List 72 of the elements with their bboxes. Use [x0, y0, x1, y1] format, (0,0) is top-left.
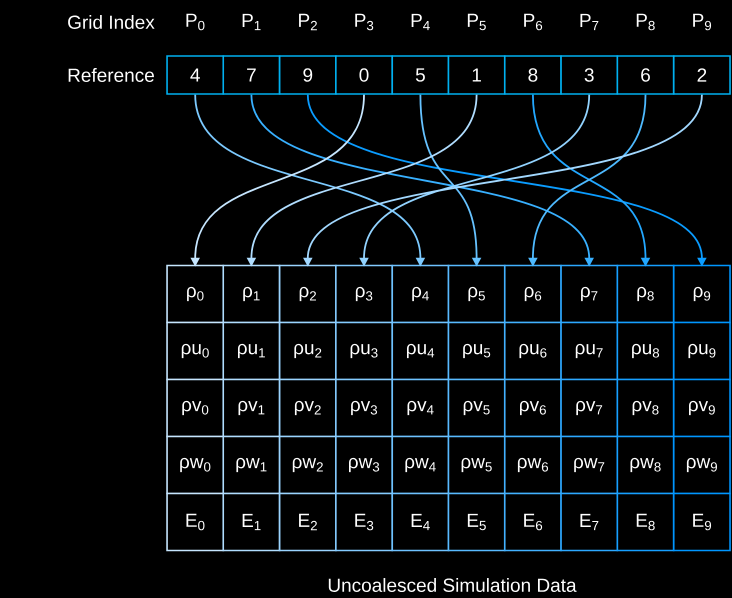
table-cell: ρv$_{3}$	[335, 378, 393, 438]
table-cell: ρu$_{3}$	[335, 322, 393, 380]
table-cell: ρv$_{2}$	[278, 378, 337, 438]
table-cell: ρv$_{7}$	[560, 378, 618, 438]
reference-cell: 0	[335, 55, 393, 95]
table-cell: ρ$_{3}$	[335, 264, 393, 324]
reference-cell: 9	[278, 55, 337, 95]
table-cell: ρ$_{7}$	[560, 264, 618, 324]
table-cell: ρu$_{5}$	[448, 322, 506, 380]
index-label: P$_{8}$	[636, 14, 655, 30]
table-cell: E$_{8}$	[616, 492, 674, 552]
table-cell: E$_{2}$	[278, 492, 337, 552]
table-cell: ρu$_{4}$	[391, 322, 450, 380]
index-label: P$_{7}$	[580, 14, 598, 30]
table-cell: E$_{6}$	[504, 492, 562, 552]
table-cell: ρv$_{6}$	[504, 378, 562, 438]
table-cell: ρw$_{1}$	[222, 436, 280, 494]
table-cell: ρw$_{5}$	[448, 436, 506, 494]
reference-cell: 3	[560, 55, 618, 95]
table-cell: E$_{9}$	[672, 492, 731, 552]
table-cell: ρv$_{0}$	[166, 378, 224, 438]
reference-cell: 4	[166, 55, 224, 95]
table-cell: ρu$_{1}$	[222, 322, 280, 380]
table-cell: ρw$_{9}$	[672, 436, 731, 494]
table-cell: ρw$_{6}$	[504, 436, 562, 494]
table-cell: ρu$_{9}$	[672, 322, 731, 380]
index-label: P$_{2}$	[299, 14, 317, 30]
table-cell: ρ$_{1}$	[222, 264, 280, 324]
index-label: P$_{9}$	[693, 14, 712, 30]
table-cell: ρv$_{9}$	[672, 378, 731, 438]
table-cell: ρ$_{2}$	[278, 264, 337, 324]
table-cell: ρu$_{7}$	[560, 322, 618, 380]
table-cell: E$_{4}$	[391, 492, 450, 552]
table-cell: ρ$_{9}$	[672, 264, 731, 324]
reference-cell: 8	[504, 55, 562, 95]
reference-cell: 5	[391, 55, 450, 95]
index-label: P$_{3}$	[355, 14, 374, 30]
table-cell: ρw$_{3}$	[335, 436, 393, 494]
table-cell: E$_{5}$	[448, 492, 506, 552]
table-cell: ρw$_{0}$	[166, 436, 224, 494]
table-cell: ρ$_{4}$	[391, 264, 450, 324]
table-cell: ρv$_{4}$	[391, 378, 450, 438]
index-label: P$_{6}$	[524, 14, 542, 30]
reference-cell: 6	[616, 55, 674, 95]
caption: Uncoalesced Simulation Data	[328, 578, 577, 592]
table-cell: ρw$_{8}$	[616, 436, 674, 494]
reference-cell: 1	[448, 55, 506, 95]
index-label: P$_{5}$	[468, 14, 486, 30]
table-cell: ρ$_{5}$	[448, 264, 506, 324]
table-cell: E$_{3}$	[335, 492, 393, 552]
reference-cell: 2	[672, 55, 731, 95]
table-cell: ρw$_{7}$	[560, 436, 618, 494]
table-cell: ρw$_{4}$	[391, 436, 450, 494]
table-cell: E$_{0}$	[166, 492, 224, 552]
table-cell: ρ$_{8}$	[616, 264, 674, 324]
index-label: P$_{1}$	[242, 14, 261, 30]
table-cell: E$_{1}$	[222, 492, 280, 552]
row-label: Grid Index	[68, 15, 155, 29]
table-cell: ρ$_{0}$	[166, 264, 224, 324]
table-cell: ρw$_{2}$	[278, 436, 337, 494]
table-cell: ρu$_{8}$	[616, 322, 674, 380]
table-cell: ρu$_{6}$	[504, 322, 562, 380]
table-cell: ρv$_{1}$	[222, 378, 280, 438]
table-cell: ρu$_{0}$	[166, 322, 224, 380]
table-cell: ρv$_{8}$	[616, 378, 674, 438]
index-label: P$_{4}$	[412, 14, 430, 30]
index-label: P$_{0}$	[186, 14, 204, 30]
table-cell: ρ$_{6}$	[504, 264, 562, 324]
table-cell: ρv$_{5}$	[448, 378, 506, 438]
table-cell: E$_{7}$	[560, 492, 618, 552]
table-cell: ρu$_{2}$	[278, 322, 337, 380]
reference-cell: 7	[222, 55, 280, 95]
